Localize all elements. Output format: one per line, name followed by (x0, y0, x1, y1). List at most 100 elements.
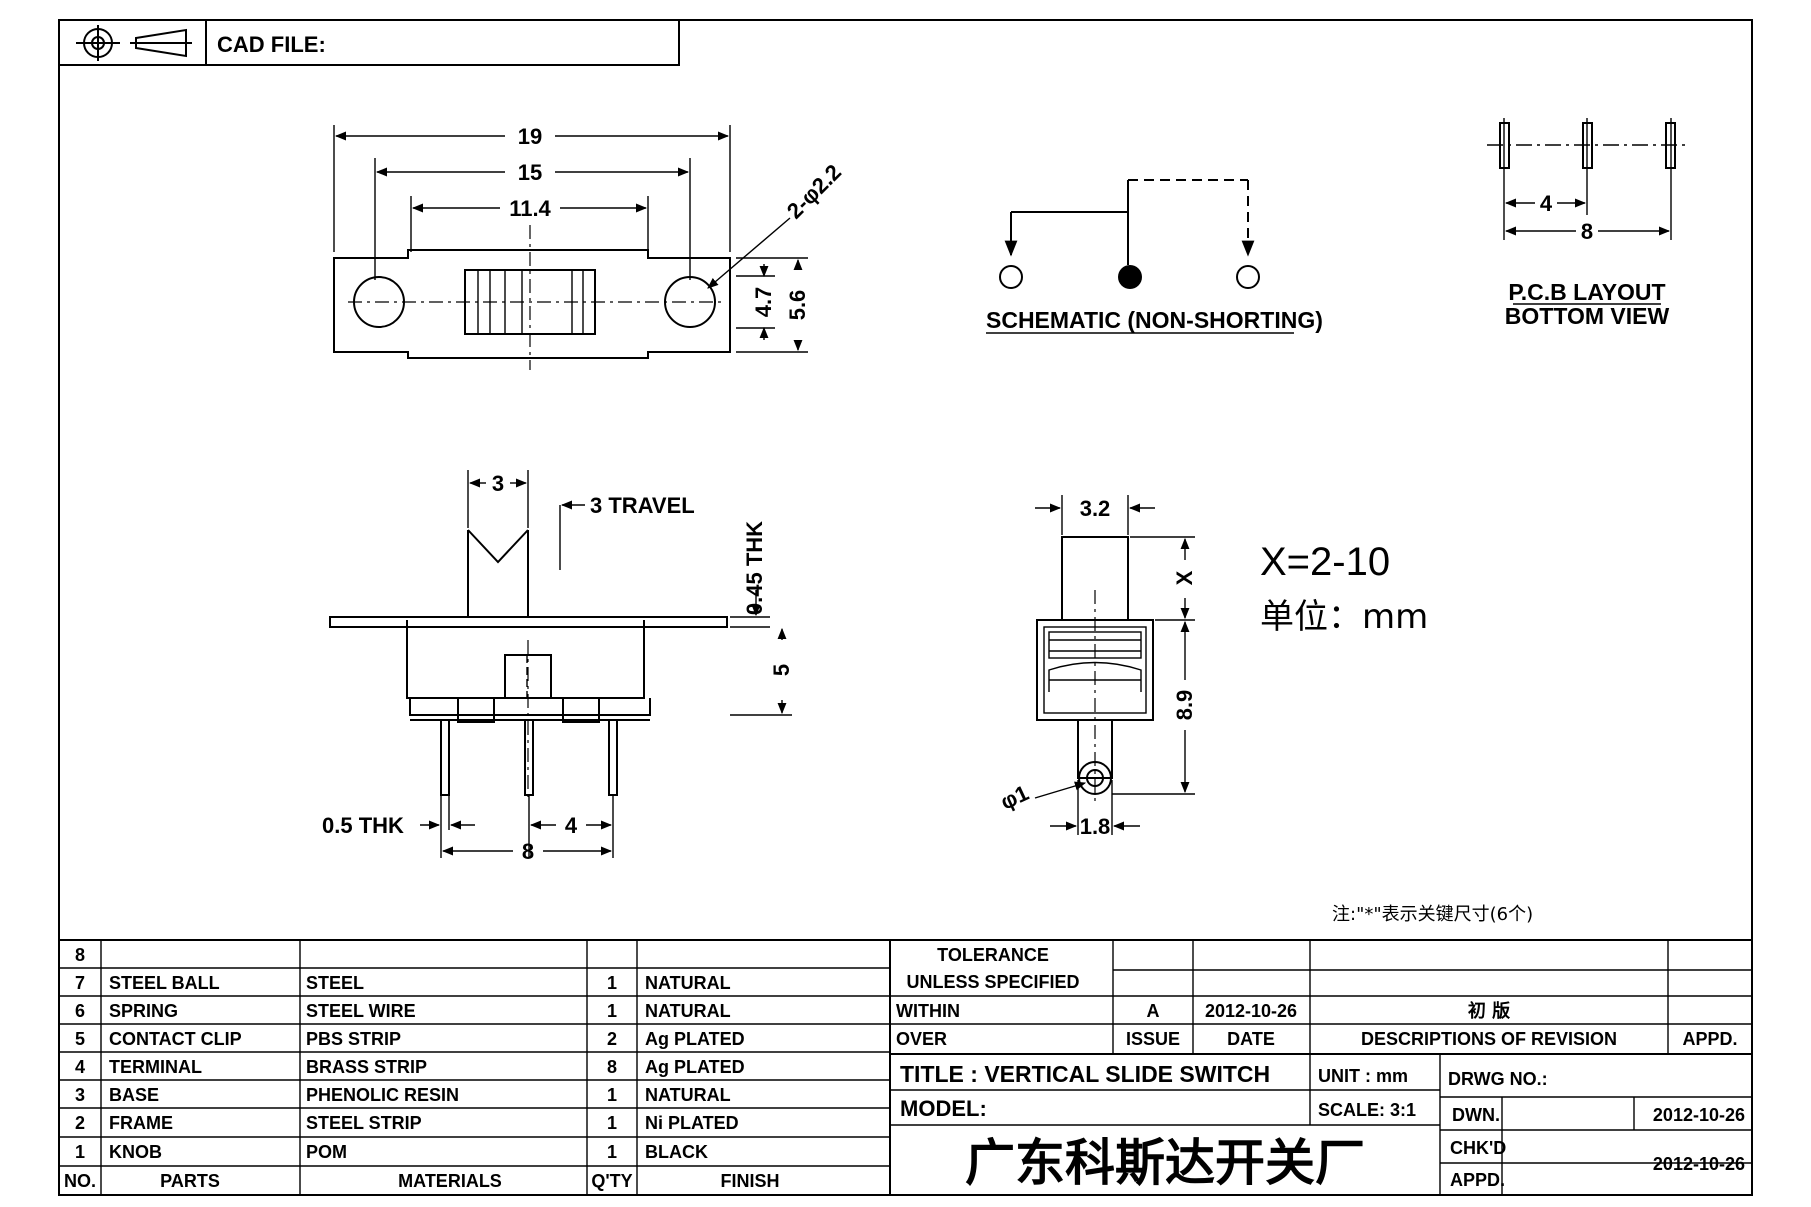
svg-text:STEEL BALL: STEEL BALL (109, 973, 220, 993)
svg-text:8: 8 (75, 945, 85, 965)
front-dim-3-label: 3 (492, 471, 504, 496)
dim-19-label: 19 (518, 124, 542, 149)
side-view: 3.2 X 8.9 φ1 1.8 (997, 495, 1197, 839)
svg-text:NATURAL: NATURAL (645, 1001, 731, 1021)
svg-text:4: 4 (75, 1057, 85, 1077)
pcb-label-2: BOTTOM VIEW (1505, 303, 1670, 329)
pcb-layout: 4 8 P.C.B LAYOUT BOTTOM VIEW (1487, 118, 1685, 329)
side-dia-1-label: φ1 (997, 780, 1033, 814)
bom-header: NO. PARTS MATERIALS Q'TY FINISH (64, 1171, 780, 1191)
svg-text:8: 8 (607, 1057, 617, 1077)
bom-row: 3 BASE PHENOLIC RESIN 1 NATURAL (75, 1085, 731, 1105)
projection-symbol-icon (76, 25, 192, 61)
cad-file-header: CAD FILE: (58, 19, 680, 66)
side-dim-1-8-label: 1.8 (1080, 814, 1111, 839)
scale-field: SCALE: 3:1 (1318, 1100, 1416, 1120)
appd-label: APPD. (1450, 1170, 1505, 1190)
description-header: DESCRIPTIONS OF REVISION (1361, 1029, 1617, 1049)
svg-text:PARTS: PARTS (160, 1171, 220, 1191)
company-name: 广东科斯达开关厂 (965, 1134, 1365, 1192)
svg-text:MATERIALS: MATERIALS (398, 1171, 502, 1191)
side-dim-3-2-label: 3.2 (1080, 496, 1111, 521)
cad-file-label: CAD FILE: (217, 32, 326, 57)
svg-text:STEEL WIRE: STEEL WIRE (306, 1001, 416, 1021)
svg-text:STEEL: STEEL (306, 973, 364, 993)
thk-05-label: 0.5 THK (322, 813, 404, 838)
model-field: MODEL: (900, 1096, 987, 1121)
bom-row: 5 CONTACT CLIP PBS STRIP 2 Ag PLATED (75, 1029, 745, 1049)
bom-row: 1 KNOB POM 1 BLACK (75, 1142, 708, 1162)
svg-text:CONTACT CLIP: CONTACT CLIP (109, 1029, 242, 1049)
issue-header: ISSUE (1126, 1029, 1180, 1049)
side-dim-8-9-label: 8.9 (1172, 690, 1197, 721)
pcb-dim-8-label: 8 (1581, 219, 1593, 244)
front-view: 3 3 TRAVEL 0.45 THK 5 0.5 THK 4 8 (322, 470, 794, 864)
svg-text:SPRING: SPRING (109, 1001, 178, 1021)
svg-text:PHENOLIC RESIN: PHENOLIC RESIN (306, 1085, 459, 1105)
svg-text:BRASS STRIP: BRASS STRIP (306, 1057, 427, 1077)
schematic-label: SCHEMATIC (NON-SHORTING) (986, 307, 1323, 333)
terminal-right-icon (1236, 265, 1260, 289)
svg-text:3: 3 (75, 1085, 85, 1105)
sheet-border (58, 19, 1753, 1196)
appd-header: APPD. (1682, 1029, 1737, 1049)
svg-text:7: 7 (75, 973, 85, 993)
dwn-label: DWN. (1452, 1105, 1500, 1125)
unit-note-cn: 单位：mm (1260, 597, 1428, 637)
top-view: 19 15 11.4 2-φ2.2 4.7 5.6 (333, 124, 846, 370)
front-dim-5-label: 5 (769, 664, 794, 676)
schematic: SCHEMATIC (NON-SHORTING) (986, 179, 1323, 334)
over-label: OVER (896, 1029, 947, 1049)
svg-text:POM: POM (306, 1142, 347, 1162)
unit-field: UNIT : mm (1318, 1066, 1408, 1086)
key-dimension-note: 注:"*"表示关键尺寸(6个) (1332, 904, 1533, 925)
bom-row: 7 STEEL BALL STEEL 1 NATURAL (75, 973, 731, 993)
svg-text:Ag PLATED: Ag PLATED (645, 1029, 745, 1049)
slider-window (464, 269, 596, 335)
bom-row: 2 FRAME STEEL STRIP 1 Ni PLATED (75, 1113, 739, 1133)
top-view-outline (333, 249, 731, 359)
front-dim-8-label: 8 (522, 839, 534, 864)
svg-text:BLACK: BLACK (645, 1142, 708, 1162)
x-range-note: X=2-10 (1260, 540, 1390, 584)
svg-text:1: 1 (607, 1142, 617, 1162)
tolerance-label: TOLERANCE (937, 945, 1049, 965)
svg-text:1: 1 (607, 1113, 617, 1133)
svg-text:BASE: BASE (109, 1085, 159, 1105)
drawing-title: TITLE : VERTICAL SLIDE SWITCH (900, 1061, 1270, 1087)
pcb-dim-4-label: 4 (1540, 191, 1553, 216)
bom-row: 4 TERMINAL BRASS STRIP 8 Ag PLATED (75, 1057, 745, 1077)
chkd-date: 2012-10-26 (1653, 1154, 1745, 1174)
pin-center (524, 719, 534, 796)
svg-text:1: 1 (607, 1001, 617, 1021)
revision-date: 2012-10-26 (1205, 1001, 1297, 1021)
terminal-common-icon (1118, 265, 1142, 289)
svg-text:2: 2 (75, 1113, 85, 1133)
within-label: WITHIN (896, 1001, 960, 1021)
svg-text:5: 5 (75, 1029, 85, 1049)
dim-4-7-label: 4.7 (751, 287, 776, 318)
svg-text:Q'TY: Q'TY (591, 1171, 632, 1191)
svg-text:PBS STRIP: PBS STRIP (306, 1029, 401, 1049)
svg-text:Ag PLATED: Ag PLATED (645, 1057, 745, 1077)
svg-text:Ni PLATED: Ni PLATED (645, 1113, 739, 1133)
hole-callout-label: 2-φ2.2 (782, 159, 846, 223)
dim-5-6-label: 5.6 (785, 290, 810, 321)
bom-row: 8 (75, 945, 85, 965)
side-knob (1061, 536, 1129, 621)
bom-table: 8 7 STEEL BALL STEEL 1 NATURAL 6 SPRING … (59, 939, 1752, 1195)
svg-text:NATURAL: NATURAL (645, 973, 731, 993)
chkd-label: CHK'D (1450, 1138, 1506, 1158)
svg-text:FINISH: FINISH (720, 1171, 779, 1191)
front-flange (329, 616, 728, 628)
svg-text:1: 1 (75, 1142, 85, 1162)
svg-text:1: 1 (607, 973, 617, 993)
svg-text:TERMINAL: TERMINAL (109, 1057, 202, 1077)
pin-right (608, 719, 618, 796)
svg-text:FRAME: FRAME (109, 1113, 173, 1133)
title-block: TOLERANCE UNLESS SPECIFIED WITHIN OVER A… (890, 940, 1752, 1195)
svg-text:NATURAL: NATURAL (645, 1085, 731, 1105)
svg-text:NO.: NO. (64, 1171, 96, 1191)
revision-description: 初 版 (1468, 1000, 1510, 1022)
svg-text:6: 6 (75, 1001, 85, 1021)
